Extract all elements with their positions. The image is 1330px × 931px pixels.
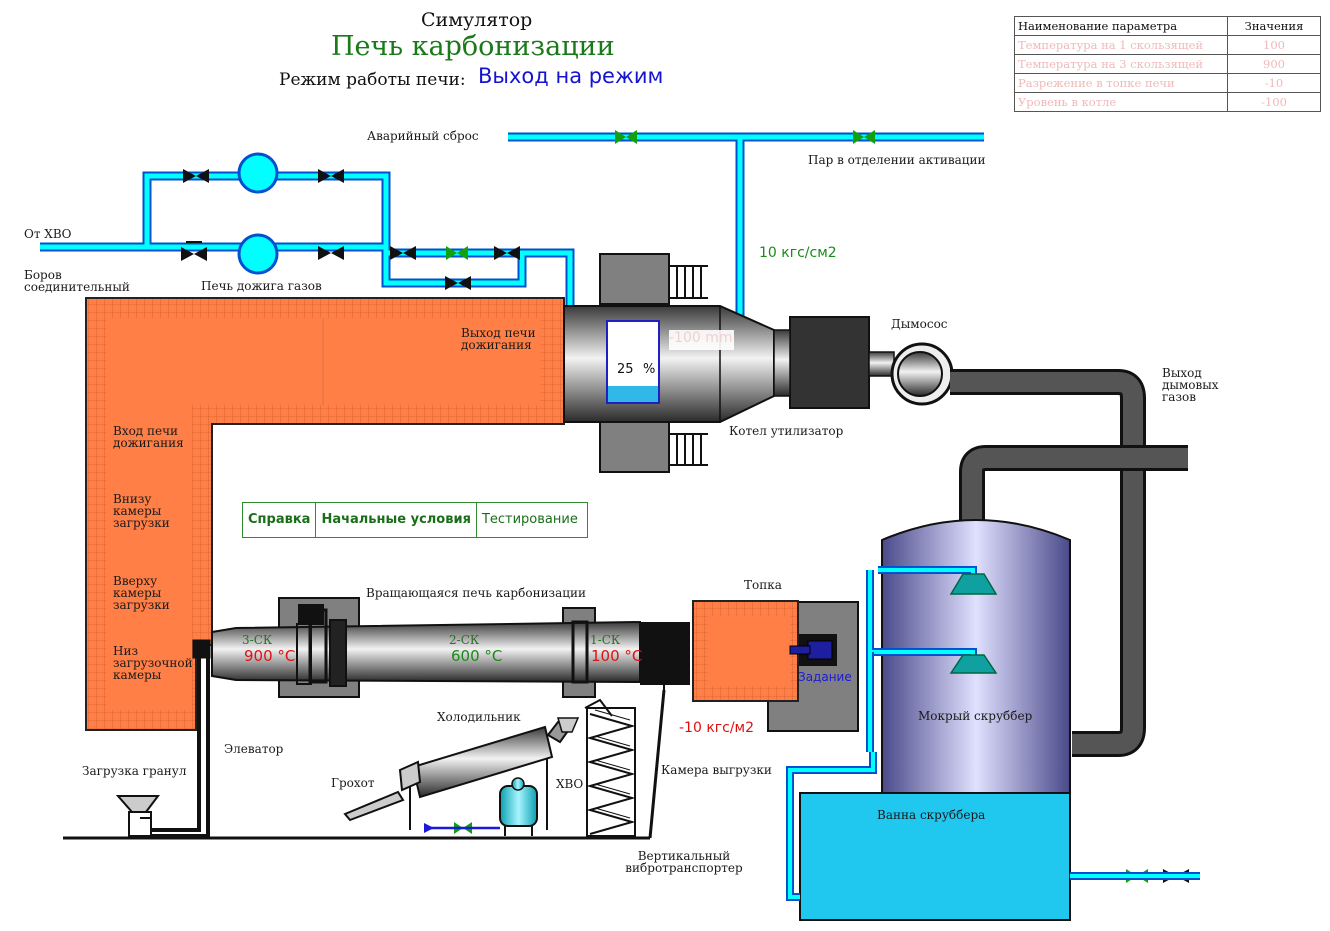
rotary-kiln-label: Вращающаяся печь карбонизации <box>366 586 586 600</box>
column-header-name: Наименование параметра <box>1014 16 1228 36</box>
load-top-label: Вверху камеры загрузки <box>113 574 170 612</box>
table-row: Уровень в котле -100 <box>1014 92 1321 112</box>
menu-bar: Справка Начальные условия Тестирование <box>242 502 588 538</box>
afterburner-brick-duct <box>85 297 565 731</box>
pump-icon[interactable] <box>237 233 279 275</box>
vibro-transporter-label: Вертикальный вибротранспортер <box>625 849 743 875</box>
zone-3-temperature: 900 °C <box>244 647 296 665</box>
zone-1-label: 1-СК <box>590 633 621 647</box>
hidden-level-box <box>669 330 734 350</box>
param-name: Уровень в котле <box>1014 92 1228 112</box>
load-lowest-label: Низ загрузочной камеры <box>113 644 193 682</box>
rotary-kiln <box>211 597 690 698</box>
vibro-transporter <box>584 689 666 839</box>
param-value: 100 <box>1227 35 1321 55</box>
flue-gas-out-label: Выход дымовых газов <box>1162 366 1219 404</box>
from-hvo-label: От ХВО <box>24 227 72 241</box>
param-value: 900 <box>1227 54 1321 74</box>
zone-3-label: 3-СК <box>242 633 273 647</box>
initial-conditions-button[interactable]: Начальные условия <box>316 503 477 537</box>
borov-label: Боров соединительный <box>24 268 130 294</box>
waste-heat-boiler-label: Котел утилизатор <box>729 424 844 438</box>
cooler-label: Холодильник <box>437 710 521 724</box>
table-row: Температура на 1 скользящей 100 <box>1014 35 1321 55</box>
testing-button[interactable]: Тестирование <box>481 512 578 527</box>
afterburner-label: Печь дожига газов <box>201 279 322 293</box>
zone-1-temperature: 100 °C <box>591 647 643 665</box>
boiler-level-value: 25 <box>617 362 634 377</box>
boiler-level-gauge <box>606 320 660 404</box>
help-button[interactable]: Справка <box>243 503 317 537</box>
mode-label: Режим работы печи: <box>279 70 466 90</box>
boiler-level-hidden-value: -100 mm <box>669 330 733 346</box>
wet-scrubber <box>786 519 1200 921</box>
param-name: Температура на 1 скользящей <box>1014 35 1228 55</box>
smoke-exhauster <box>890 342 954 406</box>
param-name: Разрежение в топке печи <box>1014 73 1228 93</box>
parameters-table: Наименование параметра Значения Температ… <box>1014 16 1321 112</box>
setpoint-button[interactable]: Задание <box>798 670 852 684</box>
wet-scrubber-label: Мокрый скруббер <box>918 709 1033 723</box>
screen-label: Грохот <box>331 776 375 790</box>
simulator-label: Симулятор <box>421 9 533 31</box>
cooler <box>343 717 580 830</box>
table-row: Разрежение в топке печи -10 <box>1014 73 1321 93</box>
table-row: Температура на 3 скользящей 900 <box>1014 54 1321 74</box>
page-title: Печь карбонизации <box>331 31 615 62</box>
scrubber-bath-label: Ванна скруббера <box>877 808 986 822</box>
column-header-value: Значения <box>1227 16 1321 36</box>
mode-value: Выход на режим <box>478 64 664 88</box>
pump-icon[interactable] <box>237 152 279 194</box>
zone-2-temperature: 600 °C <box>451 647 503 665</box>
afterburner-exit-label: Выход печи дожигания <box>461 326 536 352</box>
elevator <box>63 639 650 840</box>
zone-2-label: 2-СК <box>449 633 480 647</box>
afterburner-entry-label: Вход печи дожигания <box>113 424 184 450</box>
flue-ducts <box>950 369 1188 757</box>
furnace-vacuum-value: -10 кгс/м2 <box>679 720 755 736</box>
load-bottom-label: Внизу камеры загрузки <box>113 492 170 530</box>
furnace <box>692 600 859 732</box>
param-value: -100 <box>1227 92 1321 112</box>
discharge-chamber-label: Камера выгрузки <box>661 763 772 777</box>
hvo-tank <box>424 777 538 836</box>
furnace-label: Топка <box>744 578 782 592</box>
smoke-exhauster-label: Дымосос <box>891 317 948 331</box>
elevator-label: Элеватор <box>224 742 284 756</box>
emergency-label: Аварийный сброс <box>367 129 479 143</box>
param-name: Температура на 3 скользящей <box>1014 54 1228 74</box>
param-value: -10 <box>1227 73 1321 93</box>
boiler-level-unit: % <box>643 362 656 377</box>
hvo-label: ХВО <box>556 777 584 791</box>
steam-pressure-value: 10 кгс/см2 <box>759 245 837 261</box>
granule-loading-label: Загрузка гранул <box>82 764 187 778</box>
steam-activation-label: Пар в отделении активации <box>808 153 986 167</box>
